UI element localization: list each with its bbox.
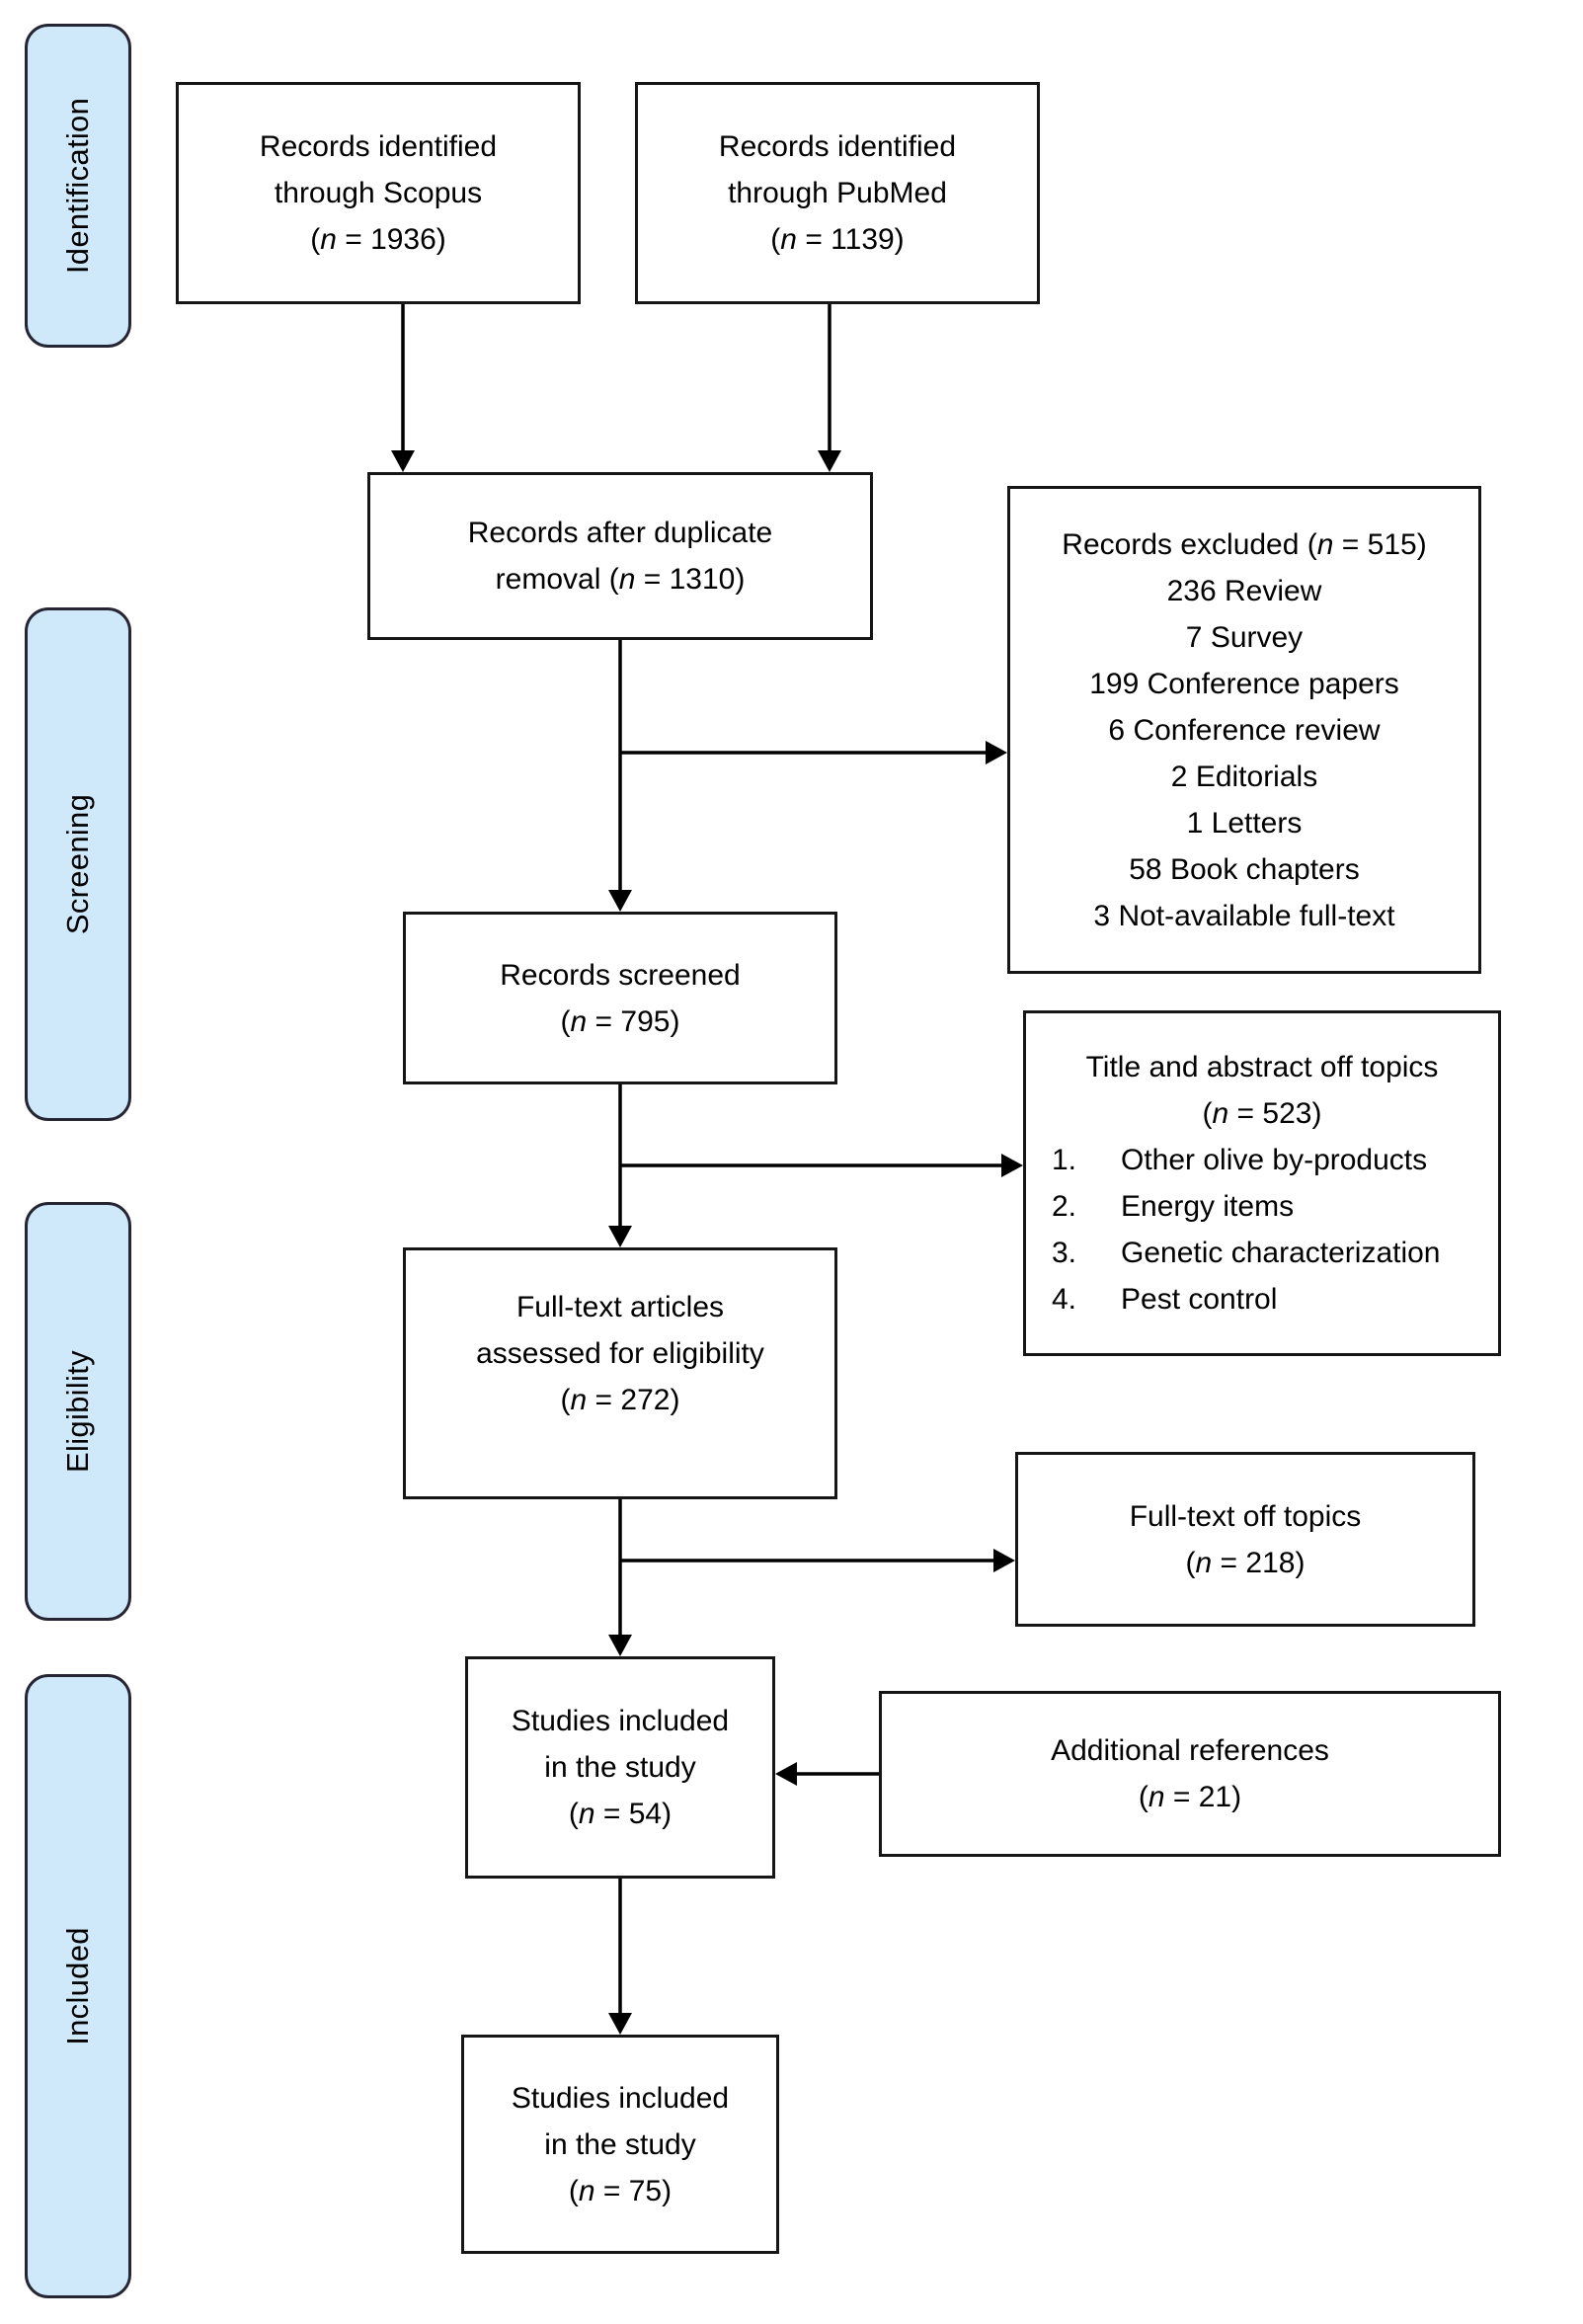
box-text: Full-text off topics(n = 218) [1129, 1499, 1362, 1579]
box-records-screened: Records screened(n = 795) [403, 912, 837, 1084]
stage-label-included: Included [25, 1674, 131, 2298]
box-text: Additional references(n = 21) [1051, 1734, 1329, 1813]
arrow-branch-to-records-excluded [620, 741, 1007, 764]
list-item-text: Pest control [1121, 1283, 1278, 1316]
list-item-text: Genetic characterization [1121, 1237, 1441, 1269]
arrow-pubmed-to-duplicate-removal [818, 304, 841, 472]
list-item-text: Other olive by-products [1121, 1144, 1428, 1176]
box-title-abstract-off-topics: Title and abstract off topics(n = 523)1.… [1023, 1010, 1501, 1356]
list-item-number: 4. [1052, 1283, 1077, 1316]
stage-label-eligibility: Eligibility [25, 1202, 131, 1621]
arrow-additional-references-to-studies-included [775, 1762, 879, 1786]
arrow-full-text-to-studies-included [608, 1499, 632, 1656]
box-text: Records screened(n = 795) [500, 958, 741, 1038]
stage-text: Eligibility [60, 1350, 95, 1473]
list-item-number: 3. [1052, 1237, 1077, 1269]
stage-text: Identification [60, 97, 96, 275]
arrow-screened-to-full-text [608, 1084, 632, 1247]
list-item: 1. Other olive by-products [1026, 1137, 1498, 1183]
list-item-number: 2. [1052, 1190, 1077, 1223]
arrow-branch-to-full-text-off-topics [620, 1549, 1015, 1572]
stage-label-identification: Identification [25, 24, 131, 348]
list-item: 2. Energy items [1026, 1183, 1498, 1230]
list-item-number: 1. [1052, 1144, 1077, 1176]
list-item-text: Energy items [1121, 1190, 1295, 1223]
arrow-branch-to-title-abstract-off-topics [620, 1154, 1023, 1177]
box-additional-references: Additional references(n = 21) [879, 1691, 1501, 1857]
arrow-duplicate-removal-to-screened [608, 640, 632, 912]
box-title: Title and abstract off topics(n = 523) [1085, 1051, 1439, 1130]
arrow-studies-included-to-final [608, 1879, 632, 2035]
stage-text: Screening [60, 793, 96, 935]
stage-text: Included [60, 1927, 96, 2045]
list-item: 3. Genetic characterization [1026, 1230, 1498, 1276]
stage-label-screening: Screening [25, 607, 131, 1121]
box-full-text-off-topics: Full-text off topics(n = 218) [1015, 1452, 1475, 1627]
list-item: 4. Pest control [1026, 1276, 1498, 1322]
arrow-scopus-to-duplicate-removal [391, 304, 415, 472]
